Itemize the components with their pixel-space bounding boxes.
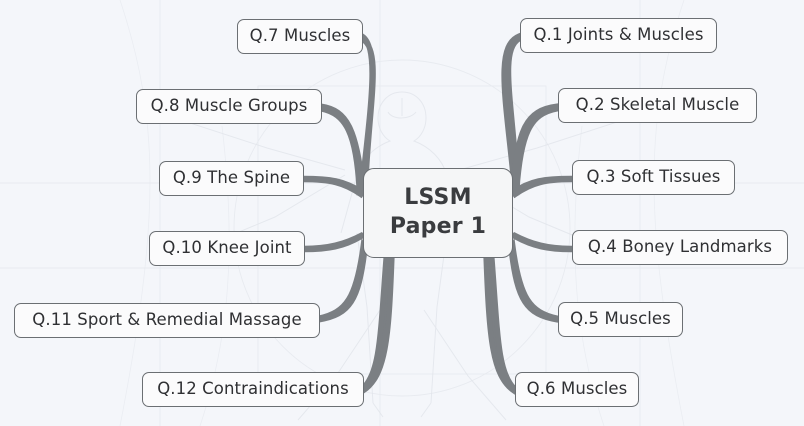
branch-label-q4: Q.4 Boney Landmarks <box>587 237 773 257</box>
connector-q10 <box>301 231 365 253</box>
branch-node-q6[interactable]: Q.6 Muscles <box>515 372 639 407</box>
center-node[interactable]: LSSM Paper 1 <box>363 168 513 258</box>
branch-label-q12: Q.12 Contraindications <box>157 379 349 399</box>
center-node-line2: Paper 1 <box>389 214 487 239</box>
branch-label-q7: Q.7 Muscles <box>249 26 351 46</box>
branch-node-q10[interactable]: Q.10 Knee Joint <box>149 231 305 266</box>
branch-label-q10: Q.10 Knee Joint <box>162 238 292 258</box>
branch-node-q4[interactable]: Q.4 Boney Landmarks <box>572 230 788 265</box>
branch-label-q5: Q.5 Muscles <box>570 309 671 329</box>
connector-q12 <box>360 255 395 396</box>
connector-q1 <box>501 32 522 187</box>
branch-node-q8[interactable]: Q.8 Muscle Groups <box>136 89 322 124</box>
branch-node-q3[interactable]: Q.3 Soft Tissues <box>572 160 735 195</box>
branch-label-q11: Q.11 Sport & Remedial Massage <box>32 310 302 330</box>
branch-node-q9[interactable]: Q.9 The Spine <box>159 161 304 196</box>
branch-label-q9: Q.9 The Spine <box>172 168 291 188</box>
branch-node-q5[interactable]: Q.5 Muscles <box>558 302 683 337</box>
connector-q2 <box>510 103 560 196</box>
branch-label-q8: Q.8 Muscle Groups <box>150 96 308 116</box>
connector-q9 <box>300 175 367 199</box>
branch-node-q11[interactable]: Q.11 Sport & Remedial Massage <box>14 303 320 338</box>
branch-node-q1[interactable]: Q.1 Joints & Muscles <box>520 18 717 53</box>
branch-label-q3: Q.3 Soft Tissues <box>586 167 721 187</box>
branch-node-q2[interactable]: Q.2 Skeletal Muscle <box>558 88 757 123</box>
branch-node-q7[interactable]: Q.7 Muscles <box>237 19 363 54</box>
branch-label-q2: Q.2 Skeletal Muscle <box>575 95 740 115</box>
connector-q3 <box>509 175 574 199</box>
branch-node-q12[interactable]: Q.12 Contraindications <box>142 372 364 407</box>
connector-q8 <box>318 103 366 196</box>
connector-q7 <box>359 31 376 188</box>
center-node-line1: LSSM <box>404 185 472 211</box>
branch-label-q6: Q.6 Muscles <box>526 379 628 399</box>
connector-q5 <box>508 237 560 323</box>
connector-q4 <box>511 231 574 253</box>
connector-q11 <box>316 237 368 323</box>
branch-label-q1: Q.1 Joints & Muscles <box>533 25 704 45</box>
connector-q6 <box>483 255 517 396</box>
